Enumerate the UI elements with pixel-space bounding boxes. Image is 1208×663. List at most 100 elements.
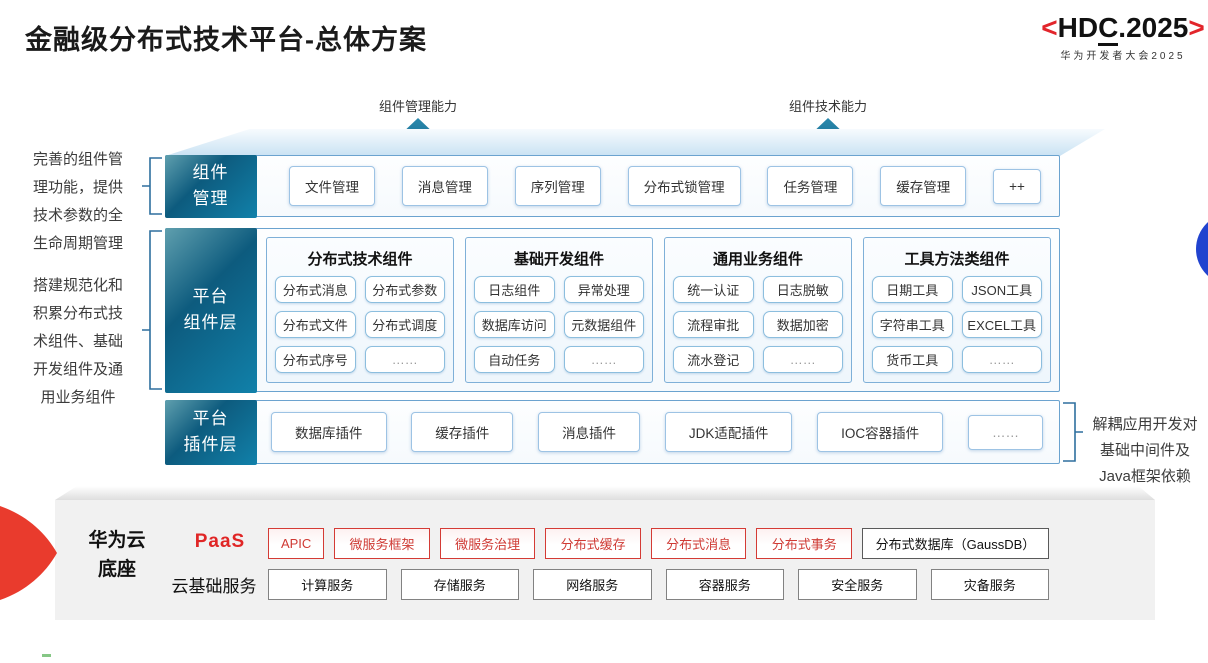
iaas-label: 云基础服务: [171, 577, 257, 596]
blue-circle-decoration: [1196, 213, 1208, 285]
management-item: 消息管理: [401, 166, 488, 206]
paas-item: 分布式消息: [650, 528, 747, 559]
group-items: 日志组件异常处理数据库访问元数据组件自动任务 ……: [474, 276, 644, 373]
component-item: ……: [762, 346, 843, 373]
management-item: 文件管理: [289, 166, 375, 206]
note-line: 基础中间件及: [1099, 442, 1190, 459]
component-item: 异常处理: [563, 276, 644, 303]
paas-label: PaaS: [194, 531, 246, 552]
note-line: 完善的组件管: [32, 151, 123, 168]
component-item: ……: [961, 346, 1042, 373]
plugin-item: 缓存插件: [411, 412, 514, 452]
component-item: ……: [563, 346, 644, 373]
component-item: 数据库访问: [474, 311, 555, 338]
note-line: 解耦应用开发对: [1092, 416, 1198, 433]
iaas-item: 网络服务: [533, 569, 652, 600]
logo-text-post: .2025: [1118, 12, 1189, 43]
page-title: 金融级分布式技术平台-总体方案: [25, 25, 427, 55]
hdc-logo-text: <HDC.2025>: [1038, 12, 1208, 46]
layer-label-line: 组件: [192, 163, 229, 182]
group-distributed-tech: 分布式技术组件 分布式消息分布式参数分布式文件分布式调度分布式序号……: [266, 237, 454, 383]
logo-right-bracket-icon: >: [1188, 12, 1205, 43]
note-line: 积累分布式技: [32, 305, 123, 322]
note-line: 用业务组件: [40, 389, 116, 406]
logo-text-pre: HD: [1057, 12, 1099, 43]
group-title: 基础开发组件: [513, 251, 604, 268]
left-bracket-icon: [142, 157, 162, 215]
management-item: 分布式锁管理: [627, 166, 741, 206]
iaas-item: 存储服务: [400, 569, 519, 600]
component-item: 日志组件: [474, 276, 555, 303]
right-bracket-icon: [1063, 402, 1083, 462]
management-item: 序列管理: [514, 166, 601, 206]
group-items: 统一认证日志脱敏流程审批数据加密流水登记……: [673, 276, 843, 373]
group-basic-dev: 基础开发组件 日志组件异常处理数据库访问元数据组件自动任务 ……: [465, 237, 653, 383]
paas-item: 分布式缓存: [545, 528, 641, 559]
layer-label-line: 平台: [192, 287, 229, 306]
panel-top-face: [55, 486, 1155, 500]
component-item: 日期工具: [872, 276, 953, 303]
panel-label-huawei-cloud: 华为云 底座: [69, 526, 165, 584]
layer-label-line: 插件层: [183, 435, 238, 454]
management-item: 任务管理: [767, 166, 854, 206]
component-item: 自动任务: [474, 346, 555, 373]
layer-label-line: 平台: [192, 409, 229, 428]
red-arrow-icon: [0, 506, 57, 600]
panel-label-line: 华为云: [88, 530, 146, 551]
group-title: 分布式技术组件: [307, 251, 413, 268]
layer-platform-components: 平台 组件层 分布式技术组件 分布式消息分布式参数分布式文件分布式调度分布式序号…: [164, 227, 1060, 393]
layer-label-platform-plugins: 平台 插件层: [164, 399, 257, 465]
left-bracket-icon: [142, 230, 162, 390]
paas-item-gaussdb: 分布式数据库（GaussDB）: [862, 528, 1049, 559]
component-item: 元数据组件: [563, 311, 644, 338]
layer-component-management: 组件 管理 文件管理消息管理序列管理分布式锁管理任务管理缓存管理++: [164, 154, 1060, 218]
logo-left-bracket-icon: <: [1041, 12, 1058, 43]
plugin-item: IOC容器插件: [817, 412, 944, 452]
management-item: ++: [993, 168, 1041, 204]
component-item: 分布式序号: [275, 346, 356, 373]
group-common-business: 通用业务组件 统一认证日志脱敏流程审批数据加密流水登记……: [664, 237, 852, 383]
component-item: 分布式消息: [275, 276, 356, 303]
iaas-item: 安全服务: [798, 569, 917, 600]
paas-item: 微服务治理: [439, 528, 536, 559]
note-line: 生命周期管理: [32, 235, 123, 252]
group-title: 工具方法类组件: [904, 251, 1010, 268]
component-item: 统一认证: [673, 276, 754, 303]
logo-subtitle: 华为开发者大会2025: [1060, 51, 1186, 62]
logo-text-underlined: C: [1098, 12, 1119, 46]
layer-label-line: 组件层: [183, 313, 238, 332]
iaas-item: 计算服务: [268, 569, 387, 600]
green-tick-decoration: [42, 654, 51, 657]
note-line: Java框架依赖: [1099, 468, 1191, 485]
paas-item: 分布式事务: [756, 528, 852, 559]
note-line: 术组件、基础: [32, 333, 123, 350]
note-decouple: 解耦应用开发对基础中间件及 Java框架依赖: [1082, 412, 1208, 490]
plugin-item: ……: [967, 414, 1043, 450]
plugin-item: JDK适配插件: [664, 412, 793, 452]
hdc-logo: <HDC.2025> 华为开发者大会2025: [1038, 12, 1208, 62]
diagram-top-face: [165, 129, 1105, 156]
paas-item: APIC: [268, 528, 325, 559]
note-component-build: 搭建规范化和积累分布式技术组件、基础开发组件及通用业务组件: [2, 272, 154, 412]
component-item: EXCEL工具: [961, 311, 1042, 338]
note-line: 搭建规范化和: [32, 277, 123, 294]
iaas-item: 容器服务: [665, 569, 784, 600]
plugin-item: 数据库插件: [271, 412, 387, 452]
management-items: 文件管理消息管理序列管理分布式锁管理任务管理缓存管理++: [289, 156, 1041, 216]
group-title: 通用业务组件: [712, 251, 803, 268]
note-line: 理功能，提供: [32, 179, 123, 196]
note-line: 技术参数的全: [32, 207, 123, 224]
component-item: 流水登记: [673, 346, 754, 373]
component-item: 货币工具: [872, 346, 953, 373]
layer-label-component-management: 组件 管理: [164, 154, 257, 218]
iaas-item: 灾备服务: [930, 569, 1049, 600]
group-items: 分布式消息分布式参数分布式文件分布式调度分布式序号……: [275, 276, 445, 373]
component-item: 字符串工具: [872, 311, 953, 338]
layer-label-platform-components: 平台 组件层: [164, 227, 257, 393]
